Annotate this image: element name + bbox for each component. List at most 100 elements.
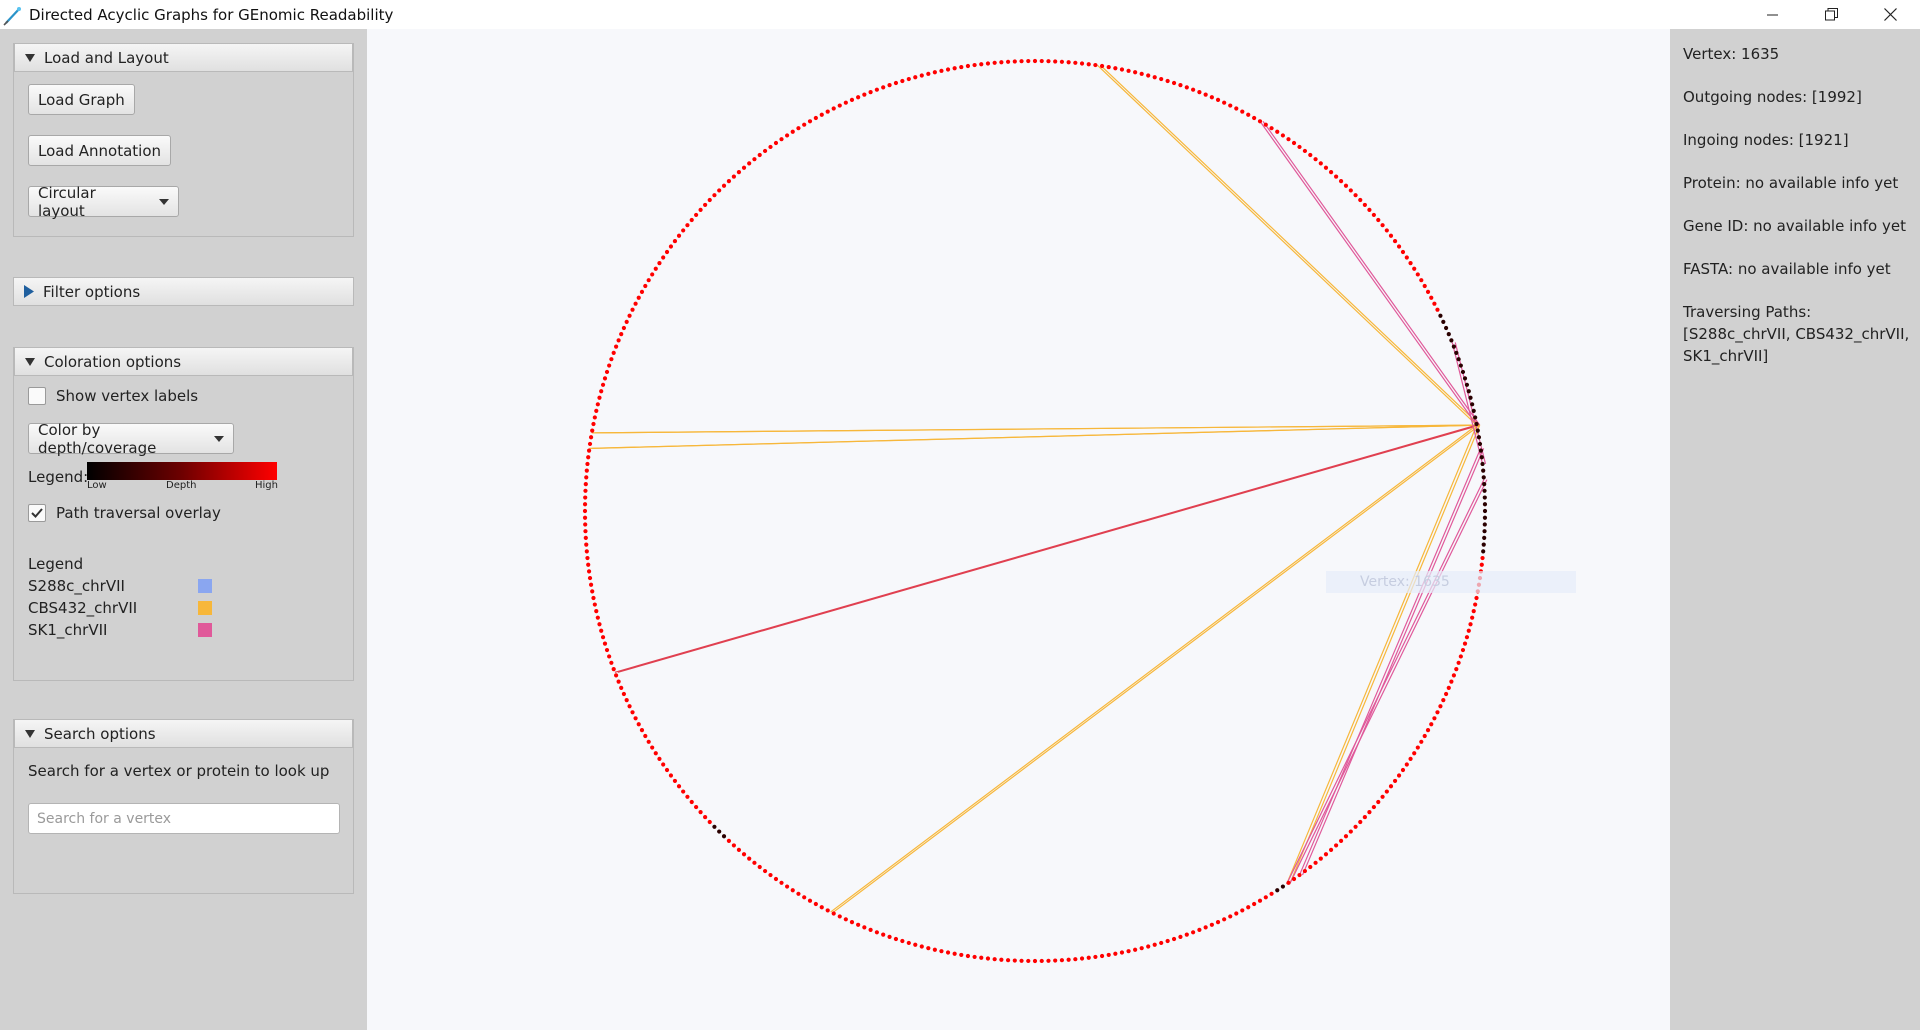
graph-vertex[interactable] [965,63,971,69]
minimize-button[interactable] [1743,0,1802,29]
graph-vertex[interactable] [1252,115,1257,121]
graph-vertex[interactable] [1203,92,1208,97]
show-vertex-labels-checkbox[interactable]: Show vertex labels [28,387,198,405]
graph-vertex[interactable] [609,357,614,362]
graph-vertex[interactable] [862,925,867,930]
graph-vertex[interactable] [1384,789,1389,794]
graph-vertex[interactable] [1152,75,1157,80]
graph-vertex[interactable] [1146,944,1151,949]
graph-vertex[interactable] [945,950,951,955]
graph-vertex[interactable] [979,955,984,960]
graph-vertex[interactable] [779,137,784,142]
graph-vertex[interactable] [1419,739,1424,744]
graph-vertex[interactable] [583,535,588,541]
graph-vertex[interactable] [646,278,651,283]
graph-vertex[interactable] [607,363,612,368]
graph-vertex[interactable] [583,481,588,487]
graph-vertex[interactable] [881,85,886,90]
graph-vertex[interactable] [796,126,801,131]
graph-vertex[interactable] [856,922,861,927]
graph-vertex[interactable] [768,872,773,878]
graph-vertex[interactable] [979,62,984,67]
graph-vertex[interactable] [802,122,807,127]
graph-vertex[interactable] [849,97,855,103]
graph-vertex[interactable] [588,582,594,587]
graph-vertex[interactable] [959,64,964,70]
graph-vertex[interactable] [1032,958,1038,964]
graph-vertex[interactable] [881,932,886,937]
graph-vertex[interactable] [594,408,599,413]
graph-vertex[interactable] [1482,508,1488,514]
graph-vertex[interactable] [731,843,736,848]
graph-vertex[interactable] [668,773,674,778]
graph-vertex[interactable] [624,319,629,324]
graph-vertex[interactable] [1133,70,1138,75]
graph-vertex[interactable] [681,789,686,794]
graph-vertex[interactable] [1454,667,1459,672]
graph-vertex[interactable] [784,133,790,138]
graph-vertex[interactable] [868,927,873,932]
graph-vertex[interactable] [1482,522,1487,527]
graph-vertex[interactable] [624,698,629,703]
graph-vertex[interactable] [900,938,905,944]
graph-vertex[interactable] [1458,363,1463,368]
graph-vertex[interactable] [1435,710,1440,715]
graph-vertex[interactable] [752,860,757,865]
graph-vertex[interactable] [985,61,991,66]
graph-vertex[interactable] [586,455,591,460]
graph-vertex[interactable] [992,60,997,65]
graph-vertex[interactable] [627,313,632,318]
graph-vertex[interactable] [586,562,591,567]
graph-vertex[interactable] [614,673,619,678]
graph-vertex[interactable] [1280,884,1286,889]
graph-vertex[interactable] [616,338,621,343]
graph-vertex[interactable] [1328,170,1334,175]
graph-vertex[interactable] [874,87,879,92]
graph-vertex[interactable] [1171,936,1177,942]
graph-vertex[interactable] [639,728,645,733]
graph-vertex[interactable] [591,595,596,601]
graph-vertex[interactable] [621,691,627,697]
graph-vertex[interactable] [584,549,589,554]
graph-vertex[interactable] [657,260,662,266]
graph-vertex[interactable] [1464,382,1470,387]
graph-vertex[interactable] [599,628,604,633]
graph-vertex[interactable] [1215,919,1221,925]
graph-vertex[interactable] [1451,673,1456,678]
graph-vertex[interactable] [1152,942,1157,947]
graph-vertex[interactable] [583,495,588,500]
graph-vertex[interactable] [1297,872,1302,878]
graph-vertex[interactable] [1191,87,1196,92]
graph-vertex[interactable] [1093,954,1098,960]
graph-vertex[interactable] [1286,880,1291,885]
graph-vertex[interactable] [1086,955,1091,960]
graph-vertex[interactable] [600,382,606,387]
graph-vertex[interactable] [825,908,830,913]
graph-vertex[interactable] [807,898,813,903]
graph-vertex[interactable] [707,197,712,203]
graph-vertex[interactable] [1429,722,1434,727]
graph-vertex[interactable] [843,917,848,922]
graph-vertex[interactable] [676,784,682,789]
graph-vertex[interactable] [627,704,632,709]
graph-vertex[interactable] [621,325,627,331]
graph-vertex[interactable] [587,575,593,581]
graph-vertex[interactable] [1388,784,1394,789]
graph-vertex[interactable] [588,435,594,440]
graph-vertex[interactable] [1139,946,1144,951]
load-annotation-button[interactable]: Load Annotation [28,135,172,166]
graph-vertex[interactable] [747,856,752,861]
graph-vertex[interactable] [1191,930,1196,935]
graph-vertex[interactable] [583,488,588,493]
graph-vertex[interactable] [1376,217,1381,223]
graph-vertex[interactable] [586,569,592,574]
graph-vertex[interactable] [1133,947,1138,952]
graph-vertex[interactable] [939,949,944,954]
graph-vertex[interactable] [1479,562,1484,567]
graph-vertex[interactable] [600,635,606,640]
path-overlay-checkbox[interactable]: Path traversal overlay [28,504,221,522]
graph-vertex[interactable] [874,930,879,935]
graph-vertex[interactable] [633,301,638,306]
graph-vertex[interactable] [819,905,824,910]
graph-vertex[interactable] [906,940,911,946]
